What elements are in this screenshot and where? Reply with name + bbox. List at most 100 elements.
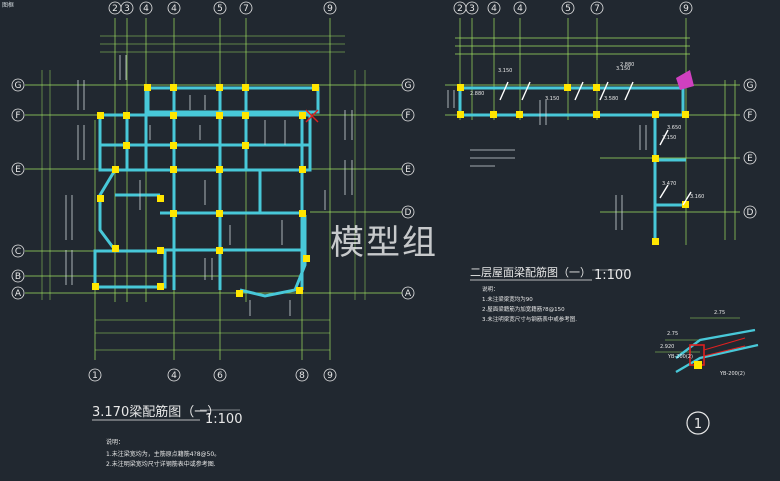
axis-bubble: 3 [120, 1, 134, 15]
right-note-1: 1.未注梁梁宽均为90 [482, 295, 533, 303]
axis-bubble: D [743, 205, 757, 219]
svg-text:G: G [15, 81, 22, 91]
elevation-label: 3.160 [690, 194, 704, 200]
left-axis-right: G F E D A [401, 78, 415, 300]
left-notes-heading: 说明： [106, 438, 124, 446]
axis-bubble: 4 [513, 1, 527, 15]
detail-dim-label: 2.75 [714, 310, 725, 316]
axis-bubble: G [11, 78, 25, 92]
svg-text:G: G [405, 81, 412, 91]
watermark: 模型组 [330, 223, 438, 263]
axis-bubble: 2 [453, 1, 467, 15]
detail-beam [675, 328, 759, 374]
svg-text:F: F [747, 111, 752, 121]
left-axis-left: G F E C B A [11, 78, 25, 300]
axis-bubble: F [401, 108, 415, 122]
svg-text:G: G [747, 81, 754, 91]
axis-bubble: C [11, 244, 25, 258]
left-axis-bottom: 1 4 6 8 9 [88, 368, 337, 382]
left-plan-scale: 1:100 [205, 412, 242, 427]
axis-bubble: A [401, 286, 415, 300]
axis-bubble: 9 [323, 1, 337, 15]
right-diagonal-ties [499, 81, 692, 206]
right-note-3: 3.未注明梁宽尺寸与钢筋表中或参考图. [482, 315, 577, 323]
left-annotations [65, 55, 353, 316]
svg-text:4: 4 [491, 4, 497, 14]
svg-text:9: 9 [683, 4, 689, 14]
detail-marker-number: 1 [694, 417, 702, 432]
svg-text:5: 5 [565, 4, 571, 14]
left-plan-title: 3.170梁配筋图（一） [92, 404, 220, 420]
svg-text:5: 5 [217, 4, 223, 14]
elevation-label: 3.580 [604, 96, 618, 102]
axis-bubble: 5 [213, 1, 227, 15]
axis-bubble: G [401, 78, 415, 92]
elevation-label: 2.880 [620, 62, 634, 68]
left-red-marker [305, 109, 319, 123]
svg-text:B: B [15, 272, 21, 282]
right-axis-top: 2 3 4 4 5 7 9 [453, 1, 693, 15]
svg-text:2: 2 [457, 4, 463, 14]
axis-bubble: F [743, 108, 757, 122]
left-note-1: 1.未注梁宽均为，主筋原点籍筋4?8@50。 [106, 450, 220, 458]
svg-text:4: 4 [517, 4, 523, 14]
right-plan-scale: 1:100 [594, 268, 631, 283]
axis-bubble: 1 [88, 368, 102, 382]
axis-bubble: A [11, 286, 25, 300]
svg-text:4: 4 [143, 4, 149, 14]
svg-text:E: E [405, 165, 411, 175]
svg-text:E: E [15, 165, 21, 175]
detail-beam-label: YB-200(2) [667, 354, 693, 360]
axis-bubble: 2 [108, 1, 122, 15]
left-beams [93, 86, 320, 298]
left-axis-top: 2 3 4 4 5 7 9 [108, 1, 337, 15]
detail-beam-label: YB-200(2) [719, 371, 745, 377]
svg-text:E: E [747, 154, 753, 164]
axis-bubble: 7 [590, 1, 604, 15]
left-columns [92, 84, 319, 297]
elevation-label: 3.650 [667, 125, 681, 131]
right-grid [445, 18, 740, 245]
axis-bubble: D [401, 205, 415, 219]
svg-text:3: 3 [124, 4, 130, 14]
axis-bubble: 9 [679, 1, 693, 15]
axis-bubble: 4 [487, 1, 501, 15]
elevation-label: 3.150 [662, 135, 676, 141]
axis-bubble: 4 [139, 1, 153, 15]
elevation-label: 3.470 [662, 181, 676, 187]
axis-bubble: E [11, 162, 25, 176]
right-annotations [447, 90, 647, 230]
detail-column-fill [694, 361, 702, 369]
right-plan: 2.880 3.150 3.150 3.150 3.580 2.880 3.65… [445, 1, 757, 323]
right-axis-right: G F E D [743, 78, 757, 219]
svg-text:F: F [15, 111, 20, 121]
svg-text:4: 4 [171, 371, 177, 381]
svg-text:2: 2 [112, 4, 118, 14]
axis-bubble: G [743, 78, 757, 92]
axis-bubble: E [401, 162, 415, 176]
left-note-2: 2.未注明梁宽均尺寸详钢筋表中或参考图. [106, 460, 216, 468]
axis-bubble: B [11, 269, 25, 283]
svg-text:A: A [15, 289, 22, 299]
detail-rebar [703, 337, 746, 357]
axis-bubble: 8 [295, 368, 309, 382]
svg-text:C: C [15, 247, 21, 257]
svg-text:D: D [747, 208, 754, 218]
right-note-2: 2.屋面梁籍筋为加宽籍筋?8@150 [482, 305, 565, 313]
top-left-tag: 图框 [2, 2, 15, 9]
svg-text:1: 1 [92, 371, 98, 381]
elevation-label: 3.150 [498, 68, 512, 74]
axis-bubble: 9 [323, 368, 337, 382]
svg-text:4: 4 [171, 4, 177, 14]
axis-bubble: 4 [167, 1, 181, 15]
svg-text:7: 7 [243, 4, 249, 14]
right-columns [457, 84, 689, 245]
axis-bubble: 7 [239, 1, 253, 15]
detail-dim-lines [655, 317, 740, 353]
elevation-label: 3.150 [616, 66, 630, 72]
right-magenta-marker [676, 70, 694, 90]
right-plan-title: 二层屋面梁配筋图（一） [470, 265, 591, 279]
left-plan: 2 3 4 4 5 7 9 1 4 6 8 9 G F E C B A G F [11, 1, 415, 468]
